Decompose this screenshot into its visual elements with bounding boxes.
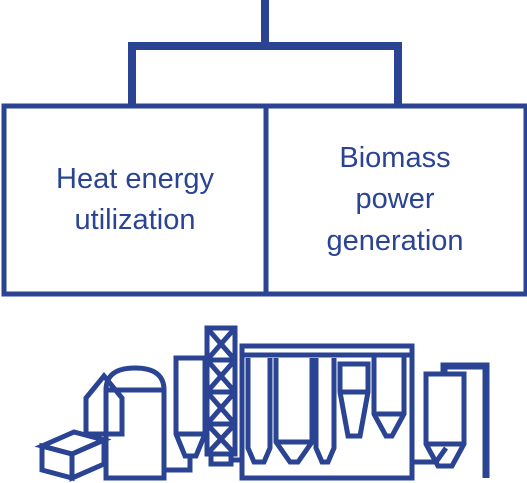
label-biomass-power-generation: Biomass power generation xyxy=(268,108,522,292)
label-line: utilization xyxy=(74,204,196,236)
label-line: Heat energy xyxy=(56,162,214,195)
label-line: power xyxy=(355,183,435,216)
label-heat-energy-utilization: Heat energy utilization xyxy=(8,108,262,292)
label-line: Biomass xyxy=(339,142,451,175)
label-line: generation xyxy=(326,224,464,257)
category-box-biomass xyxy=(263,103,527,297)
connector-tree xyxy=(128,0,402,106)
biomass-power-plant-icon xyxy=(34,325,490,482)
